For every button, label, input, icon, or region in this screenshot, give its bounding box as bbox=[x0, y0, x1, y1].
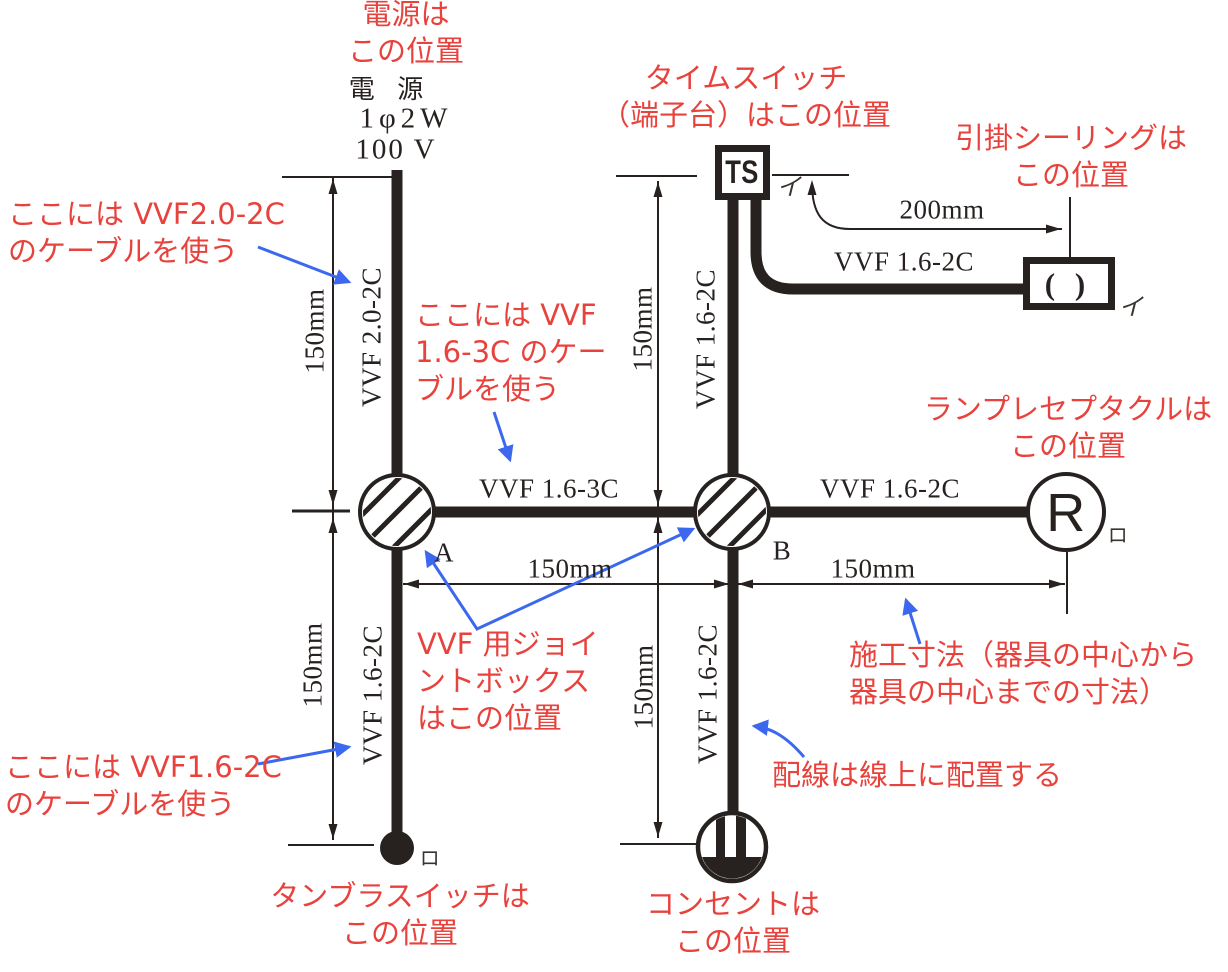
circuit-mark-i-ts: イ bbox=[776, 175, 802, 201]
cable-label-left-lower: VVF 1.6-2C bbox=[357, 624, 388, 766]
lamp-receptacle-symbol bbox=[1026, 472, 1106, 552]
receptacle-label: R bbox=[1046, 483, 1086, 543]
callout-arrows bbox=[257, 245, 922, 766]
ceiling-rose-symbol bbox=[1023, 257, 1115, 310]
outlet-callout: コンセントは この位置 bbox=[645, 887, 821, 958]
cable-label-source: VVF 2.0-2C bbox=[356, 266, 387, 408]
jointbox-callout: VVF 用ジョイ ントボックス はこの位置 bbox=[417, 627, 599, 735]
dimension-note: 施工寸法（器具の中心から 器具の中心までの寸法） bbox=[849, 638, 1198, 709]
dim-ts-to-b: 150mm bbox=[627, 286, 658, 372]
ceiling-rose-label: ( ) bbox=[1044, 266, 1092, 302]
joint-box-b-symbol bbox=[693, 473, 771, 551]
power-callout: 電源は この位置 bbox=[347, 0, 465, 68]
dimension-lines bbox=[282, 174, 1071, 846]
cable-note-vvf20: ここには VVF2.0-2C のケーブルを使う bbox=[8, 197, 285, 268]
dim-left-bottom: 150mm bbox=[297, 622, 328, 708]
arrow-vvf20-note bbox=[257, 245, 352, 285]
tumbler-switch-symbol bbox=[380, 831, 414, 865]
cable-note-vvf163: ここには VVF 1.6-3C のケー ブルを使う bbox=[415, 298, 607, 406]
arrow-dimension-note bbox=[902, 597, 922, 645]
dim-b-to-outlet: 150mm bbox=[628, 644, 659, 730]
cable-note-vvf162: ここには VVF1.6-2C のケーブルを使う bbox=[5, 750, 282, 821]
dim-ts-to-ceiling: 200mm bbox=[899, 194, 985, 225]
power-source-voltage: 100 V bbox=[355, 133, 437, 166]
time-switch-label: TS bbox=[725, 154, 759, 190]
dimension-arrowheads bbox=[328, 179, 1064, 839]
cable-label-ts-to-ceiling: VVF 1.6-2C bbox=[833, 246, 975, 277]
circuit-mark-ro-switch: ロ bbox=[419, 848, 441, 870]
time-switch-symbol bbox=[715, 145, 770, 200]
joint-b-label: B bbox=[772, 535, 792, 566]
wiring-note: 配線は線上に配置する bbox=[772, 758, 1063, 792]
power-source-title: 電 源 bbox=[348, 75, 432, 104]
arrow-jointbox-note bbox=[424, 527, 696, 631]
cable-label-ts-to-b: VVF 1.6-2C bbox=[690, 268, 721, 410]
cable-label-a-to-b: VVF 1.6-3C bbox=[478, 473, 620, 504]
cable-label-b-to-receptacle: VVF 1.6-2C bbox=[819, 473, 961, 504]
ceiling-callout: 引掛シーリングは この位置 bbox=[954, 121, 1188, 192]
circuit-mark-i-ceiling: イ bbox=[1118, 295, 1144, 321]
joint-box-a-symbol bbox=[358, 473, 436, 551]
joint-a-label: A bbox=[434, 537, 454, 568]
dim-a-to-b: 150mm bbox=[527, 553, 613, 584]
outlet-symbol bbox=[695, 810, 769, 884]
cable-label-b-to-outlet: VVF 1.6-2C bbox=[692, 623, 723, 765]
tumbler-callout: タンブラスイッチは この位置 bbox=[270, 879, 530, 950]
wire-ts-to-ceiling bbox=[750, 197, 1024, 295]
arrow-vvf163-note bbox=[492, 411, 514, 463]
dim-left-top: 150mm bbox=[299, 288, 330, 374]
receptacle-callout: ランプレセプタクルは この位置 bbox=[923, 392, 1213, 463]
dim-b-to-receptacle: 150mm bbox=[830, 553, 916, 584]
circuit-mark-ro-receptacle: ロ bbox=[1107, 525, 1129, 547]
timeswitch-callout: タイムスイッチ （端子台）はこの位置 bbox=[600, 61, 892, 132]
arrow-vvf162-note bbox=[257, 741, 352, 766]
arrow-wiring-note bbox=[751, 719, 806, 758]
power-source-phase: 1φ2W bbox=[359, 102, 453, 135]
